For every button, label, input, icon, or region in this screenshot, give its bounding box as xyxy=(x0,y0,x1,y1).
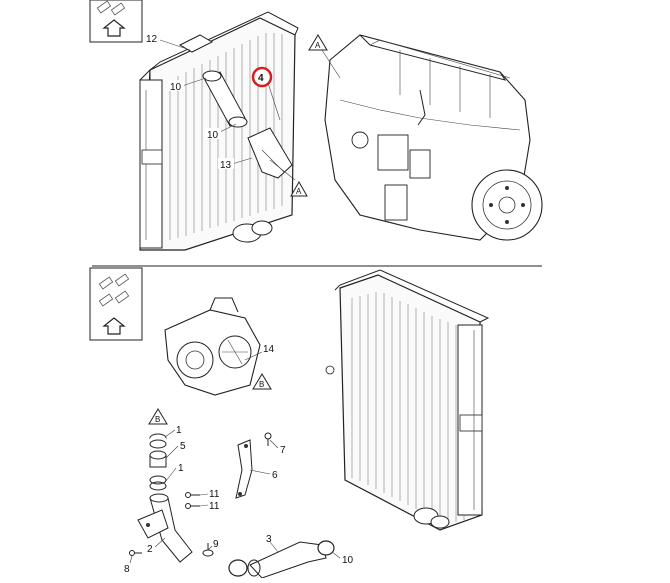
svg-text:11: 11 xyxy=(209,501,220,512)
callout-14[interactable]: 14 xyxy=(263,344,275,355)
callout-13[interactable]: 13 xyxy=(218,158,234,171)
radiator-outlet-bottom xyxy=(413,507,450,529)
section-marker-b-stack[interactable]: B xyxy=(148,408,168,425)
leader-lines-bottom xyxy=(129,351,341,564)
section-marker-b-turbo[interactable]: B xyxy=(252,373,272,390)
bolt-8[interactable] xyxy=(129,550,143,556)
callout-12[interactable]: 12 xyxy=(146,34,158,45)
charge-air-pipe-top[interactable] xyxy=(202,70,293,179)
top-section: 12 10 4 10 13 A A xyxy=(89,0,543,251)
svg-text:6: 6 xyxy=(272,470,278,481)
radiator-bottom[interactable] xyxy=(325,269,490,531)
radiator-outlet-top xyxy=(232,220,273,243)
svg-text:1: 1 xyxy=(176,425,182,436)
section-icon-bottom[interactable] xyxy=(89,267,143,341)
svg-text:14: 14 xyxy=(263,344,275,355)
section-marker-a-right[interactable]: A xyxy=(290,180,308,197)
svg-text:13: 13 xyxy=(220,160,232,171)
svg-text:11: 11 xyxy=(209,489,220,500)
svg-text:7: 7 xyxy=(280,445,286,456)
svg-text:2: 2 xyxy=(147,544,153,555)
svg-text:4: 4 xyxy=(258,73,264,84)
bolts-11[interactable] xyxy=(185,492,201,509)
callout-6[interactable]: 6 xyxy=(272,470,278,481)
callout-9[interactable]: 9 xyxy=(213,539,219,550)
svg-text:1: 1 xyxy=(178,463,184,474)
leader-lines-top xyxy=(159,39,341,181)
svg-text:12: 12 xyxy=(146,34,158,45)
callout-1-b[interactable]: 1 xyxy=(178,463,184,474)
callout-8[interactable]: 8 xyxy=(124,564,130,575)
svg-text:5: 5 xyxy=(180,441,186,452)
callout-10[interactable]: 10 xyxy=(342,555,354,566)
callout-1-a[interactable]: 1 xyxy=(176,425,182,436)
svg-text:3: 3 xyxy=(266,534,272,545)
callout-11-a[interactable]: 11 xyxy=(209,489,220,500)
callout-5[interactable]: 5 xyxy=(180,441,186,452)
svg-text:A: A xyxy=(315,41,321,50)
callout-4-highlighted[interactable]: 4 xyxy=(251,66,273,88)
section-marker-a-engine[interactable]: A xyxy=(308,34,328,51)
turbocharger[interactable] xyxy=(164,297,261,396)
callout-7[interactable]: 7 xyxy=(280,445,286,456)
bottom-section: 14 B B 1 5 1 7 6 11 11 2 9 8 3 10 xyxy=(89,267,490,579)
radiator-fins-bottom xyxy=(351,292,465,523)
svg-text:10: 10 xyxy=(342,555,354,566)
section-icon-top[interactable] xyxy=(89,0,143,43)
svg-text:10: 10 xyxy=(170,82,182,93)
hose-3[interactable] xyxy=(228,540,335,579)
clamp-9[interactable] xyxy=(202,543,214,557)
callout-2[interactable]: 2 xyxy=(147,544,153,555)
callout-10-a[interactable]: 10 xyxy=(168,80,184,93)
bolt-7[interactable] xyxy=(264,432,272,446)
svg-text:A: A xyxy=(296,187,302,196)
callout-11-b[interactable]: 11 xyxy=(209,501,220,512)
engine[interactable] xyxy=(324,34,543,241)
svg-text:10: 10 xyxy=(207,130,219,141)
seal-stack[interactable] xyxy=(149,433,167,491)
flywheel xyxy=(471,169,543,241)
svg-text:B: B xyxy=(259,380,264,389)
arrow-up-icon xyxy=(102,317,126,335)
svg-text:8: 8 xyxy=(124,564,130,575)
bracket-6[interactable] xyxy=(235,439,253,499)
callout-3[interactable]: 3 xyxy=(266,534,272,545)
callout-10-b[interactable]: 10 xyxy=(205,128,221,141)
intake-elbow[interactable] xyxy=(137,493,193,563)
svg-text:9: 9 xyxy=(213,539,219,550)
svg-text:B: B xyxy=(155,415,160,424)
arrow-up-icon xyxy=(102,19,126,37)
